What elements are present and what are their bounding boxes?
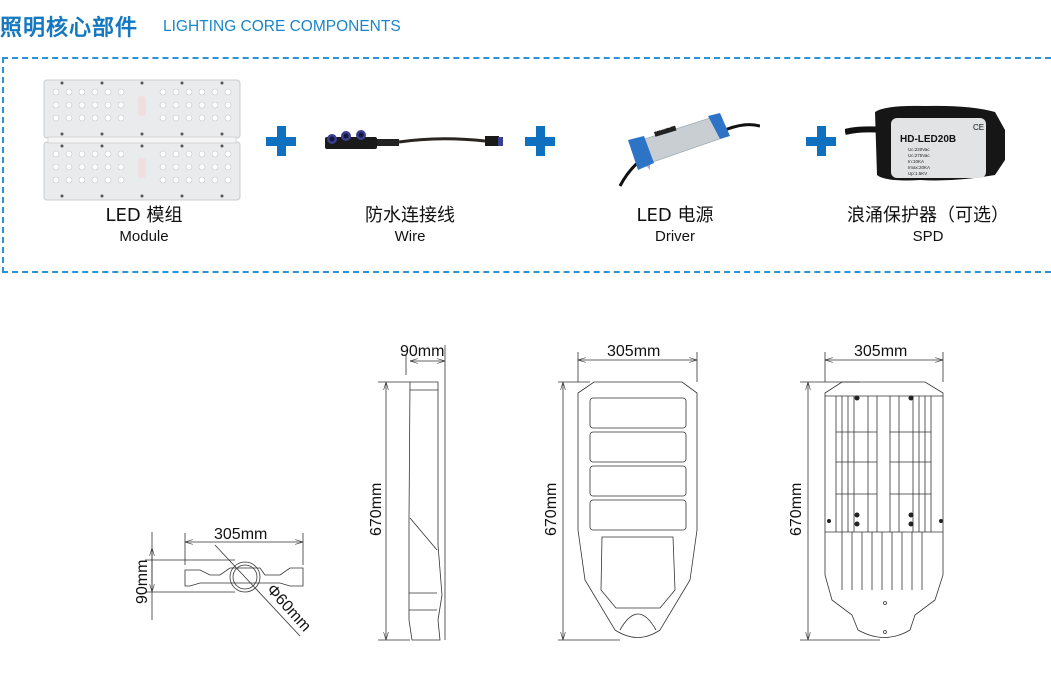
component-name-en: Wire [394,228,426,245]
back-view-width: 305mm [854,343,907,360]
component-driver: LED 电源 Driver [610,205,740,247]
component-module: LED 模组 Module [80,205,208,247]
components-frame [2,57,1051,273]
component-name-cn: 浪涌保护器（可选） [847,205,1009,226]
plus-icon [806,126,836,156]
spd-model: HD-LED20B [900,134,956,145]
plus-icon [525,126,555,156]
end-view-diameter: Φ60mm [263,581,314,635]
end-view-width: 305mm [214,526,267,543]
led-module-image [43,79,241,201]
back-view-height: 670mm [788,483,805,536]
plus-icon [266,126,296,156]
spd-spec: Up:1.5KV [908,171,927,176]
component-name-cn: LED 电源 [636,205,714,226]
front-view-width: 305mm [607,343,660,360]
front-view-height: 670mm [543,483,560,536]
component-wire: 防水连接线 Wire [330,205,490,247]
side-view-drawing [378,345,446,641]
section-title-en: LIGHTING CORE COMPONENTS [163,18,401,35]
driver-brand: PHILIPS [655,124,671,133]
section-title-cn: 照明核心部件 [0,16,139,41]
side-view-width: 90mm [400,343,444,360]
end-view-height: 90mm [134,560,151,604]
component-name-en: SPD [912,228,944,245]
front-view-drawing [558,352,698,641]
led-driver-image: PHILIPS [618,113,760,187]
spd-image: CE HD-LED20B Uc:220Vac Uc:275Vac In:10KA… [845,105,1005,181]
side-view-height: 670mm [368,483,385,536]
spd-spec: In:10KA [908,159,924,164]
waterproof-wire-image [325,130,503,149]
spd-spec: Imax:20KA [908,165,930,170]
component-name-cn: LED 模组 [105,205,183,226]
ce-mark: CE [973,123,984,132]
spd-spec: Uc:275Vac [908,153,930,158]
end-view-drawing [145,532,304,637]
component-name-en: Driver [655,228,695,245]
dimension-drawings: 305mm 90mm Φ60mm 90mm 670mm [134,343,944,641]
component-spd: 浪涌保护器（可选） SPD [828,205,1028,247]
component-name-cn: 防水连接线 [365,205,455,226]
spd-spec: Uc:220Vac [908,147,930,152]
component-name-en: Module [119,228,169,245]
back-view-drawing [800,352,944,641]
